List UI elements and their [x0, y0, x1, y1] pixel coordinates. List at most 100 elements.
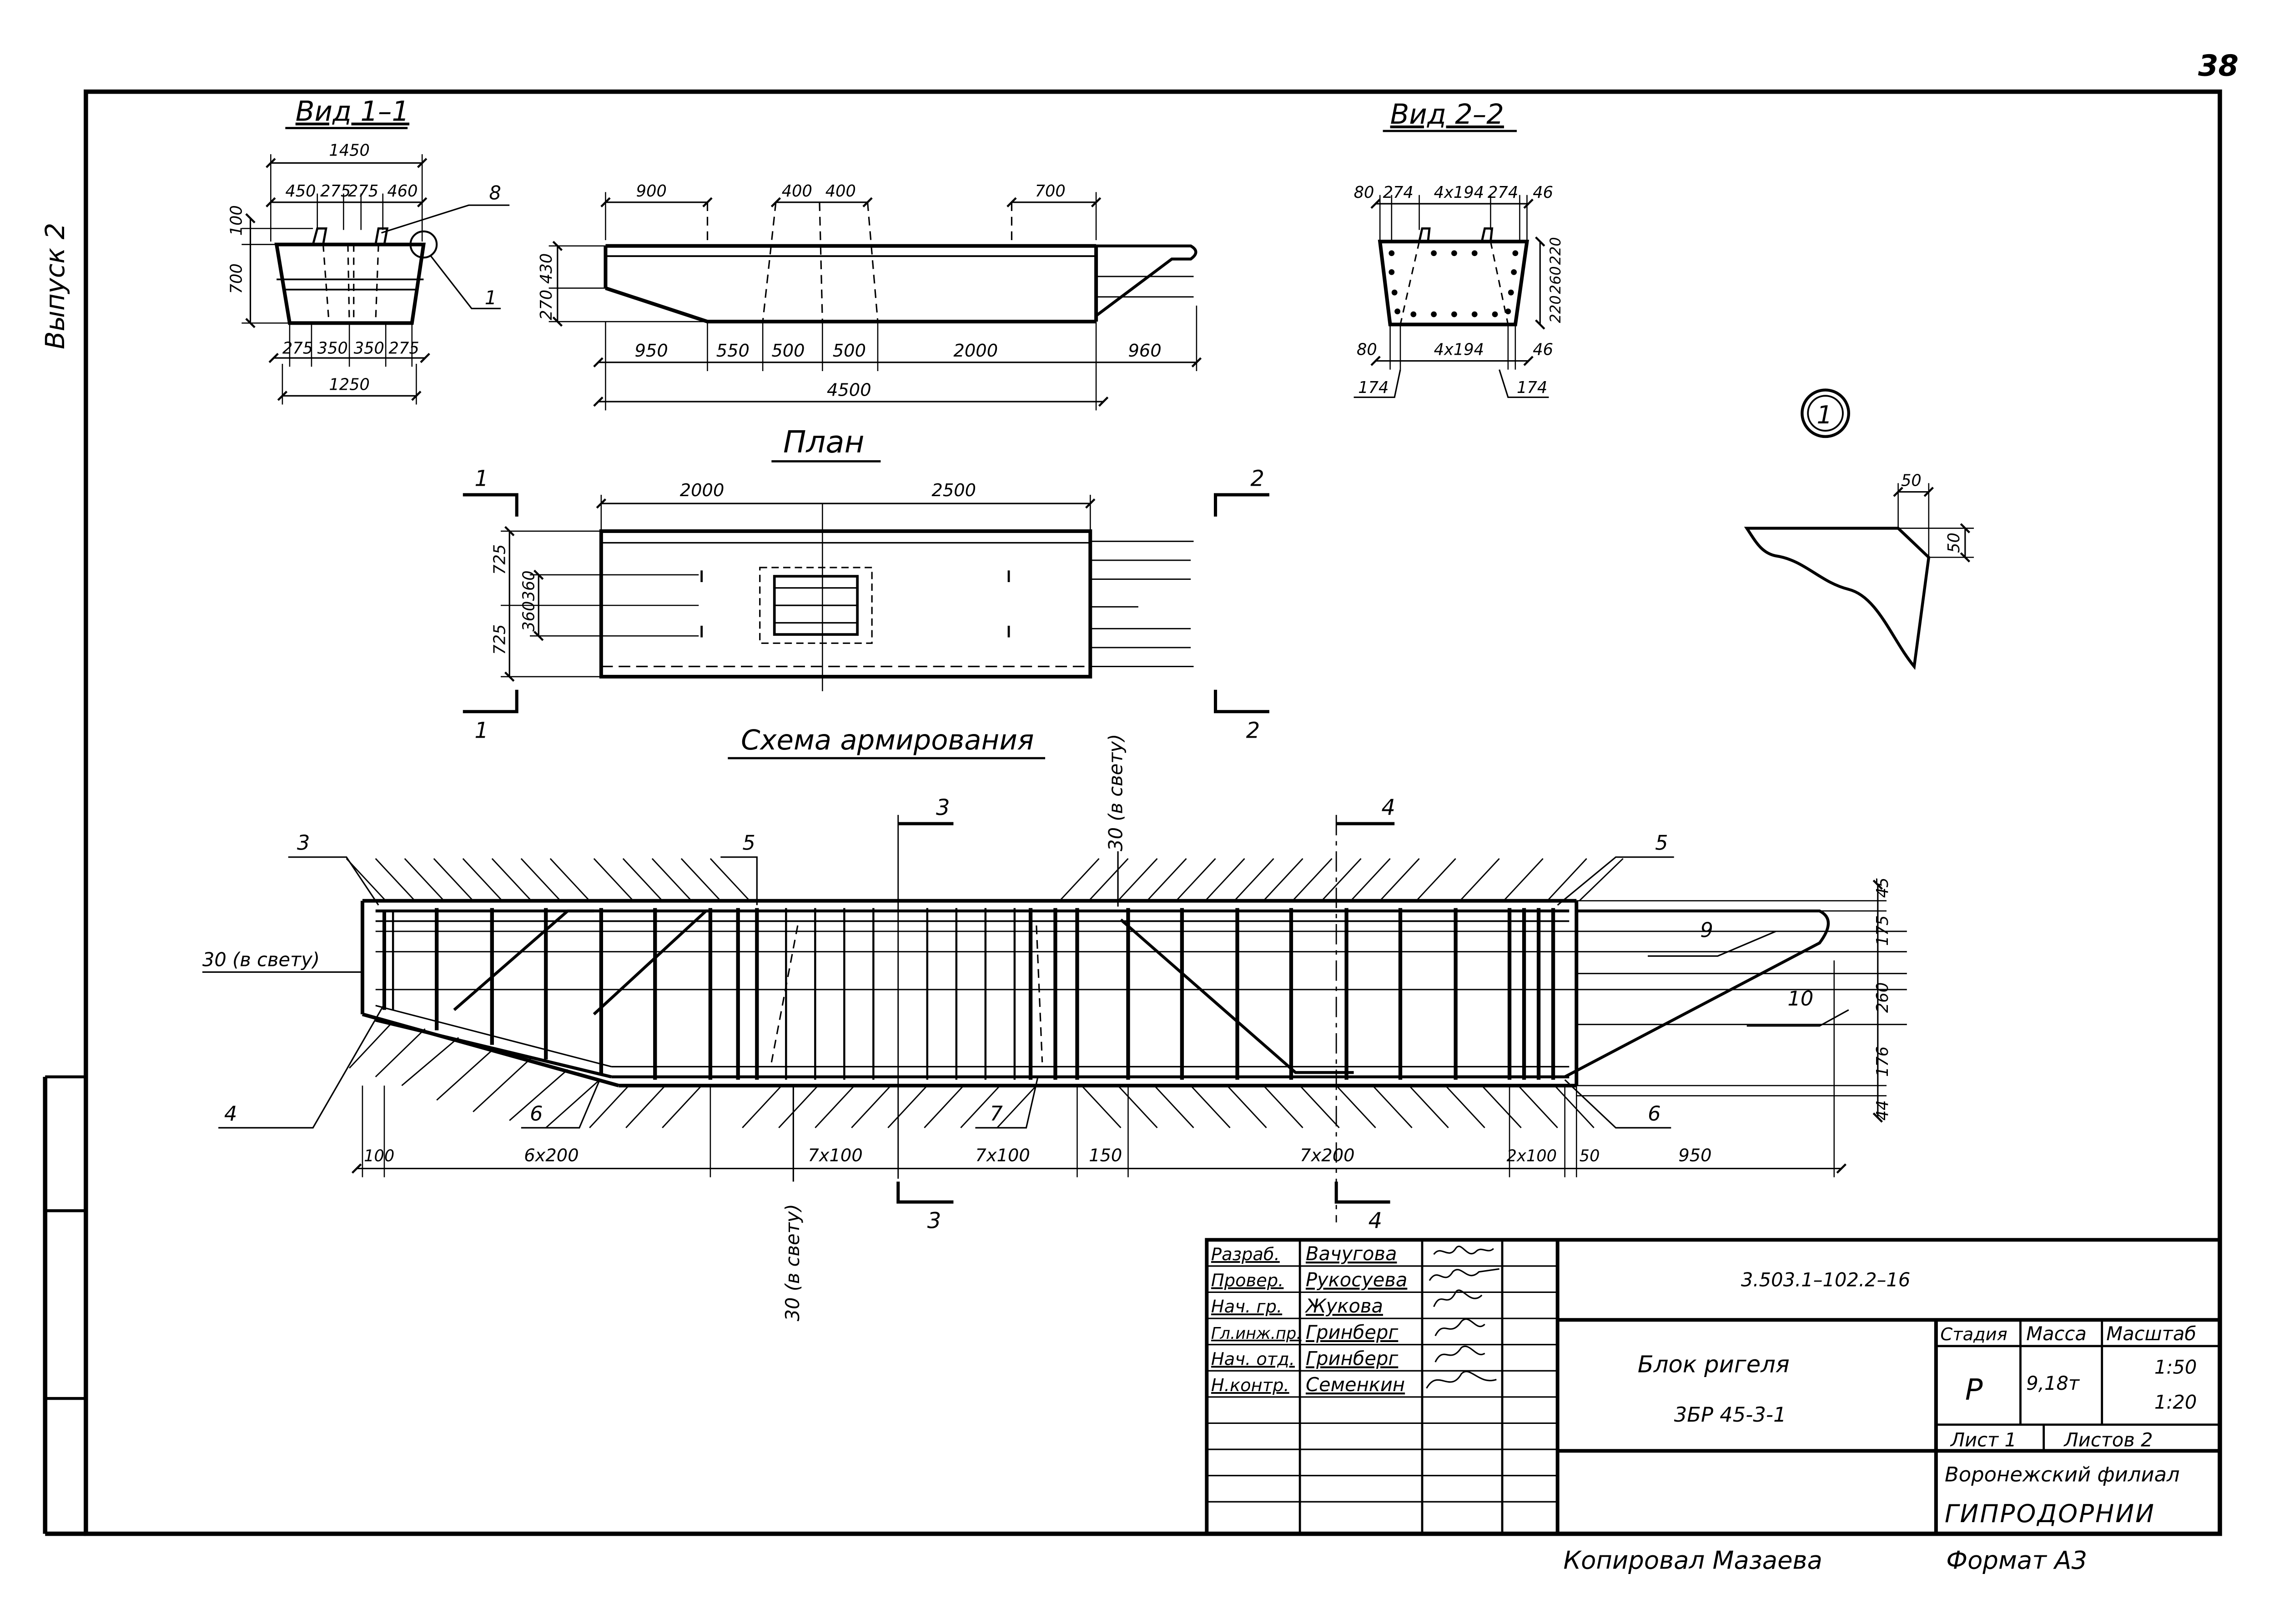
detail-marker: 1 — [1816, 401, 1832, 429]
reinf-bottom-dim-5: 150 — [1089, 1145, 1122, 1166]
plan-top-dim-1: 2000 — [680, 480, 724, 501]
elev-bottom-part-4: 500 — [833, 341, 866, 361]
view22-bottom-outer-2: 174 — [1517, 378, 1547, 397]
view11-top-part-1: 450 — [285, 182, 316, 201]
tb-role-5: Нач. отд. — [1211, 1349, 1295, 1369]
elev-bottom-part-5: 2000 — [953, 341, 998, 361]
plan-section-mark-2-bottom: 2 — [1246, 718, 1260, 743]
view11-top-part-4: 460 — [387, 182, 418, 201]
view11-top-part-3: 275 — [348, 182, 378, 201]
view11-callout-8: 8 — [489, 181, 501, 204]
view11-left-dim-1: 100 — [227, 205, 246, 236]
hatch-bottom-left — [349, 1021, 702, 1128]
plan-title: План — [783, 424, 865, 460]
signatures — [1426, 1246, 1499, 1389]
elevation-view: 900 400 400 700 430 270 950 550 500 500 … — [537, 182, 1202, 411]
tb-scale-2: 1:20 — [2154, 1391, 2197, 1413]
reinf-bottom-dim-4: 7x100 — [975, 1145, 1030, 1166]
tb-org-1: Воронежский филиал — [1945, 1462, 2180, 1486]
view22-top-dim-2: 274 — [1383, 183, 1414, 202]
pos-10: 10 — [1787, 986, 1813, 1011]
detail-dim-2: 50 — [1945, 533, 1963, 553]
tb-name-2: Рукосуева — [1306, 1269, 1407, 1291]
tb-stage: Р — [1965, 1373, 1983, 1407]
elev-bottom-overall: 4500 — [827, 380, 871, 400]
sheet-frame — [43, 89, 2222, 1536]
reinf-bottom-dim-1: 100 — [364, 1146, 394, 1165]
view22-top-dim-1: 80 — [1354, 183, 1374, 202]
reinf-bottom-dim-8: 50 — [1580, 1146, 1600, 1165]
plan-left-dim-1: 725 — [491, 544, 509, 575]
view11-top-part-2: 275 — [320, 182, 351, 201]
elev-bottom-part-6: 960 — [1128, 341, 1161, 361]
hatch-top-left — [346, 858, 750, 901]
view22-right-dim-2: 260 — [1547, 266, 1564, 294]
tb-title-line1: Блок ригеля — [1638, 1351, 1790, 1378]
view22-bottom-dim-3: 46 — [1533, 341, 1553, 359]
view11-bottom-part-2: 350 — [317, 339, 348, 358]
view11-top-overall: 1450 — [329, 141, 370, 160]
reinf-bottom-dim-3: 7x100 — [808, 1145, 862, 1166]
tb-name-5: Гринберг — [1306, 1347, 1399, 1369]
view22-bottom-dim-1: 80 — [1357, 341, 1377, 359]
tb-name-3: Жукова — [1304, 1295, 1383, 1317]
tb-name-6: Семенкин — [1306, 1373, 1405, 1396]
title-block: Разраб. Провер. Нач. гр. Гл.инж.пр. Нач.… — [1205, 1238, 2222, 1536]
elev-top-dim-1: 900 — [636, 182, 667, 201]
stirrups — [435, 908, 1555, 1080]
clear-spacing-bottom: 30 (в свету) — [781, 1204, 804, 1321]
section-mark-3-bottom: 3 — [927, 1208, 941, 1234]
tb-designation: 3.503.1–102.2–16 — [1741, 1269, 1910, 1291]
footer-copied: Копировал Мазаева — [1563, 1546, 1822, 1574]
reinf-right-dim-2: 175 — [1873, 915, 1892, 946]
plan-left-dim-3: 360 — [520, 601, 538, 632]
view11-bottom-overall: 1250 — [329, 376, 370, 394]
reinforcement-scheme: Схема армирования — [202, 724, 1907, 1321]
reinf-bottom-dim-6: 7x200 — [1300, 1145, 1354, 1166]
tb-role-6: Н.контр. — [1211, 1375, 1289, 1396]
tb-mass: 9,18т — [2026, 1372, 2080, 1394]
pos-6-right: 6 — [1648, 1101, 1661, 1126]
tb-stage-label: Стадия — [1940, 1324, 2007, 1345]
tb-name-4: Гринберг — [1306, 1321, 1399, 1343]
pos-5-left: 5 — [742, 831, 755, 855]
tb-sheets: Листов 2 — [2063, 1429, 2153, 1451]
reinf-right-dim-1: 45 — [1873, 878, 1892, 898]
plan-left-dim-4: 725 — [491, 624, 509, 655]
pos-7: 7 — [990, 1101, 1003, 1126]
plan-left-dim-2: 360 — [520, 570, 538, 601]
view22-top-dim-5: 46 — [1533, 183, 1553, 202]
plan-view: План 2000 2500 — [463, 424, 1269, 743]
elev-bottom-part-3: 500 — [771, 341, 805, 361]
view-1-1: Вид 1–1 1450 450 275 275 460 100 700 — [227, 96, 510, 405]
reinf-bottom-dim-9: 950 — [1678, 1145, 1711, 1166]
tb-name-1: Вачугова — [1306, 1242, 1397, 1265]
elev-left-dim-1: 430 — [537, 253, 556, 284]
tb-scale-1: 1:50 — [2154, 1356, 2197, 1378]
elev-bottom-part-2: 550 — [716, 341, 750, 361]
section-mark-4-bottom: 4 — [1368, 1208, 1383, 1234]
view22-top-dim-3: 4x194 — [1434, 183, 1484, 202]
view-2-2: Вид 2–2 80 274 4x194 274 46 220 260 220 — [1354, 99, 1564, 398]
view22-right-dim-3: 220 — [1547, 295, 1564, 323]
tb-role-3: Нач. гр. — [1211, 1297, 1282, 1317]
tb-org-2: ГИПРОДОРНИИ — [1945, 1499, 2155, 1528]
plan-top-dim-2: 2500 — [931, 480, 976, 501]
plan-section-mark-2-top: 2 — [1250, 466, 1264, 492]
tb-scale-label: Масштаб — [2106, 1322, 2196, 1345]
view22-rebar-dots — [1389, 250, 1519, 317]
reinf-right-dim-3: 260 — [1873, 982, 1892, 1013]
detail-1: 1 50 50 — [1744, 388, 1974, 670]
hatch-bottom-mid — [742, 1085, 1037, 1128]
issue-label: Выпуск 2 — [40, 223, 70, 349]
reinf-bottom-dim-2: 6x200 — [524, 1145, 579, 1166]
elev-top-dim-4: 700 — [1035, 182, 1066, 201]
clear-spacing-top: 30 (в свету) — [1105, 734, 1127, 851]
view11-bottom-part-3: 350 — [354, 339, 384, 358]
view11-title: Вид 1–1 — [296, 96, 409, 128]
tb-mass-label: Масса — [2026, 1322, 2087, 1345]
tb-title-line2: 3БР 45-3-1 — [1674, 1403, 1786, 1427]
reinf-bottom-dim-7: 2x100 — [1507, 1146, 1557, 1165]
view11-callout-1: 1 — [485, 287, 497, 309]
